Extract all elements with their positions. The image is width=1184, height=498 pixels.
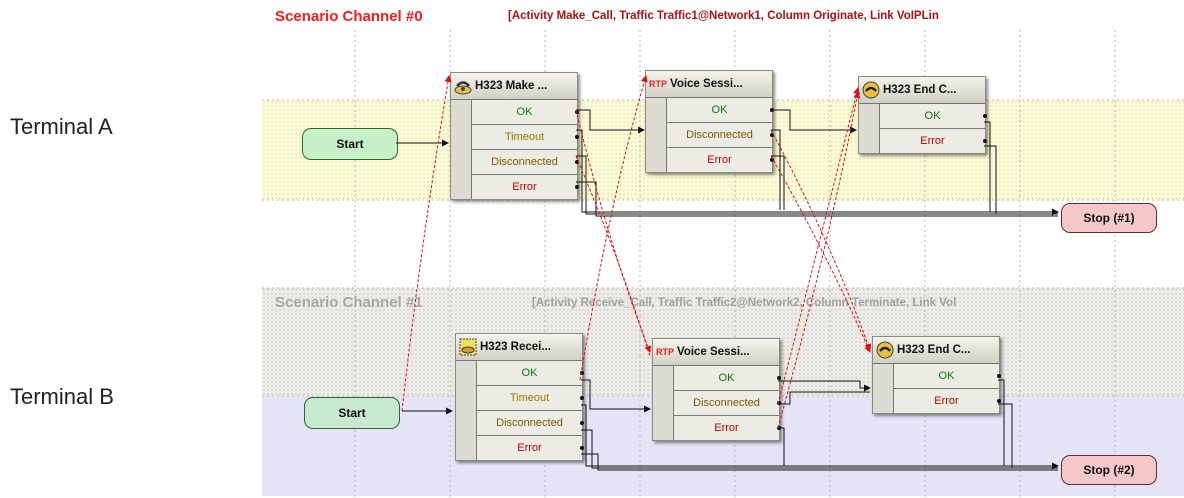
channel-0-info: [Activity Make_Call, Traffic Traffic1@Ne…: [508, 10, 939, 22]
port-disconnected[interactable]: Disconnected: [472, 150, 579, 175]
rtp-icon: RTP: [656, 347, 674, 357]
port-ok[interactable]: OK: [667, 98, 774, 123]
port-label: OK: [924, 110, 941, 122]
rtp-icon: RTP: [649, 79, 667, 89]
port-label: Disconnected: [693, 397, 760, 409]
terminal-b-label: Terminal B: [10, 384, 114, 409]
port-label: Timeout: [504, 131, 545, 143]
port-label: OK: [938, 370, 955, 382]
port-error[interactable]: Error: [674, 416, 781, 440]
port-label: Disconnected: [686, 129, 753, 141]
stop-node-2[interactable]: Stop (#2): [1061, 455, 1157, 485]
block-title: H323 End C...: [883, 84, 957, 96]
block-title: H323 Make ...: [475, 80, 548, 92]
port-label: Disconnected: [491, 156, 558, 168]
port-error[interactable]: Error: [477, 436, 584, 460]
port-error[interactable]: Error: [880, 129, 987, 153]
port-label: Timeout: [509, 392, 550, 404]
channel-0-title: Scenario Channel #0: [275, 8, 423, 25]
port-disconnected[interactable]: Disconnected: [477, 411, 584, 436]
port-error[interactable]: Error: [894, 389, 1001, 413]
terminal-a-label: Terminal A: [10, 114, 113, 139]
port-disconnected[interactable]: Disconnected: [667, 123, 774, 148]
port-ok[interactable]: OK: [674, 366, 781, 391]
port-ok[interactable]: OK: [477, 361, 584, 386]
phone-dial-icon: [454, 77, 472, 95]
start-node-a[interactable]: Start: [302, 128, 398, 160]
port-label: OK: [521, 367, 538, 379]
port-timeout[interactable]: Timeout: [477, 386, 584, 411]
port-label: Error: [707, 154, 732, 166]
port-error[interactable]: Error: [472, 175, 579, 199]
phone-hangup-icon: [862, 81, 880, 99]
port-disconnected[interactable]: Disconnected: [674, 391, 781, 416]
port-ok[interactable]: OK: [880, 104, 987, 129]
port-ok[interactable]: OK: [894, 364, 1001, 389]
phone-receive-icon: [459, 338, 477, 356]
start-node-b[interactable]: Start: [304, 397, 400, 429]
port-label: OK: [711, 104, 728, 116]
port-label: Error: [934, 395, 959, 407]
h323-receive-call-block[interactable]: H323 Recei... OK Timeout Disconnected Er…: [455, 333, 584, 461]
port-label: Error: [714, 422, 739, 434]
port-label: Error: [920, 135, 945, 147]
port-label: Error: [512, 181, 537, 193]
channel-1-info: [Activity Receive_Call, Traffic Traffic2…: [532, 297, 957, 309]
block-title: H323 Recei...: [480, 341, 551, 353]
block-title: H323 End C...: [897, 344, 971, 356]
block-title: Voice Sessi...: [670, 78, 743, 90]
port-label: OK: [516, 106, 533, 118]
h323-end-call-block-b[interactable]: H323 End C... OK Error: [872, 336, 1001, 414]
h323-end-call-block-a[interactable]: H323 End C... OK Error: [858, 76, 987, 154]
port-ok[interactable]: OK: [472, 100, 579, 125]
voice-session-block-a[interactable]: RTP Voice Sessi... OK Disconnected Error: [645, 70, 774, 173]
stop-node-1[interactable]: Stop (#1): [1061, 203, 1157, 233]
port-label: OK: [718, 372, 735, 384]
voice-session-block-b[interactable]: RTP Voice Sessi... OK Disconnected Error: [652, 338, 781, 441]
block-title: Voice Sessi...: [677, 346, 750, 358]
port-label: Error: [517, 442, 542, 454]
h323-make-call-block[interactable]: H323 Make ... OK Timeout Disconnected Er…: [450, 72, 579, 200]
port-timeout[interactable]: Timeout: [472, 125, 579, 150]
port-error[interactable]: Error: [667, 148, 774, 172]
phone-hangup-icon: [876, 341, 894, 359]
channel-1-title: Scenario Channel #1: [275, 294, 423, 311]
port-label: Disconnected: [496, 417, 563, 429]
